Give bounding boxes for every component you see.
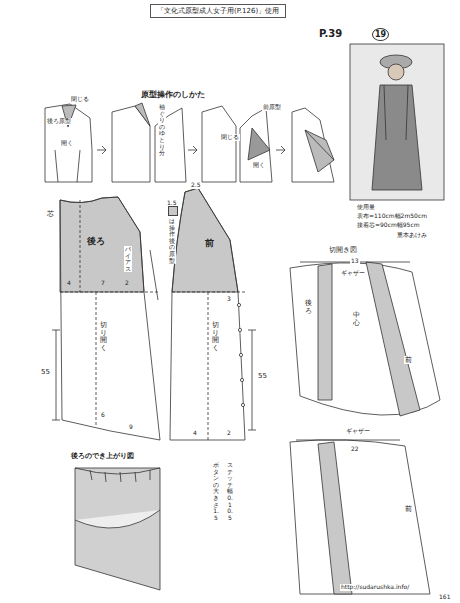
section-heading: 原型操作のしかた	[140, 90, 206, 99]
note: ギャザー	[340, 270, 366, 277]
note: ボタンの大きさ1.5	[212, 462, 220, 521]
page-number: 161	[438, 594, 451, 601]
step-arrow	[97, 146, 106, 154]
part-name: 前原型	[262, 104, 282, 111]
part-name: 前	[404, 505, 413, 513]
back-sloper	[45, 104, 92, 182]
page-heading: 「文化式原型成人女子用(P.126)」使用	[150, 4, 286, 18]
dimension: 3	[226, 296, 232, 303]
part-name: 前	[204, 238, 215, 248]
dimension: 6	[100, 412, 106, 419]
spread-strip	[366, 262, 420, 416]
callout-number: 19	[372, 28, 389, 41]
front-yoke	[172, 188, 238, 292]
dimension: 2	[124, 280, 130, 287]
front-sloper	[240, 108, 272, 182]
dimension: 55	[40, 368, 51, 376]
spread-strip	[318, 442, 352, 594]
note: バイアス	[124, 246, 132, 272]
button	[240, 378, 243, 381]
dimension: 9	[128, 424, 134, 431]
part-name: 後ろ	[304, 300, 313, 315]
slash-line	[60, 200, 160, 425]
spread-strip	[318, 264, 332, 400]
armhole-ease	[135, 103, 150, 126]
part-name: 後ろ原型	[46, 118, 72, 125]
note: 表布=110cm幅2m50cm	[356, 213, 428, 220]
front-pattern	[170, 188, 245, 440]
note: 切り開く	[99, 322, 108, 353]
part-name: 中心	[352, 312, 361, 327]
dimension: 22	[350, 446, 360, 453]
opened-wedge	[305, 130, 334, 172]
author: 重本あけみ	[396, 232, 428, 239]
back-finished	[75, 468, 160, 590]
step-arrow	[188, 146, 197, 154]
back-sloper	[202, 106, 236, 182]
note: 開く	[60, 140, 74, 147]
note: 閉じる	[70, 96, 90, 103]
arm	[384, 85, 408, 140]
dimension-line	[248, 330, 256, 430]
page-ref: P.39	[318, 28, 343, 40]
dimension: 4	[192, 430, 198, 437]
button	[241, 403, 244, 406]
dimension: 4	[66, 280, 72, 287]
back-pattern	[60, 197, 160, 440]
note: 接着芯=90cm幅95cm	[356, 222, 421, 229]
bias-mark	[150, 250, 158, 300]
legend-entry: は操作後の原型	[168, 206, 178, 264]
dimension: 2.5	[190, 182, 202, 189]
button	[237, 303, 240, 306]
back-yoke	[60, 197, 144, 292]
spread-pattern	[290, 263, 440, 415]
section-heading: 切開き図	[328, 246, 358, 254]
dimension: 55	[257, 372, 268, 380]
note: 袖ぐりのゆとり分	[158, 104, 166, 157]
part-name: 前	[404, 356, 413, 364]
tunic	[372, 85, 422, 190]
part-name: 後ろ	[86, 236, 106, 246]
dimension: 2	[226, 430, 232, 437]
hem-line	[75, 510, 160, 528]
hem-pattern	[290, 440, 430, 594]
note: ステッチ幅0.1 0.5	[226, 462, 234, 521]
legend-swatch	[168, 206, 178, 216]
dimension-line	[296, 440, 400, 441]
note: ギャザー	[345, 428, 371, 435]
dimension-line	[52, 330, 60, 420]
legend-text: は操作後の原型	[168, 218, 176, 264]
button	[238, 328, 241, 331]
section-heading: 後ろのでき上がり図	[70, 452, 135, 460]
note: 閉じる	[220, 134, 240, 141]
step-arrow	[276, 146, 285, 154]
note: 切り開く	[211, 322, 220, 353]
opened-wedge	[248, 128, 270, 160]
head	[388, 64, 404, 80]
dimension: 7	[100, 280, 106, 287]
note: 開く	[252, 162, 266, 169]
watermark: http://sudarushka.info/	[340, 584, 410, 591]
dimension: 13	[350, 258, 360, 265]
dart-line	[55, 150, 80, 182]
front-sloper	[292, 108, 334, 182]
note: 芯	[46, 210, 55, 218]
photo	[350, 44, 444, 200]
gather-line	[75, 468, 160, 482]
button	[239, 353, 242, 356]
slash-line	[172, 292, 245, 440]
note: 使用量	[356, 204, 376, 211]
